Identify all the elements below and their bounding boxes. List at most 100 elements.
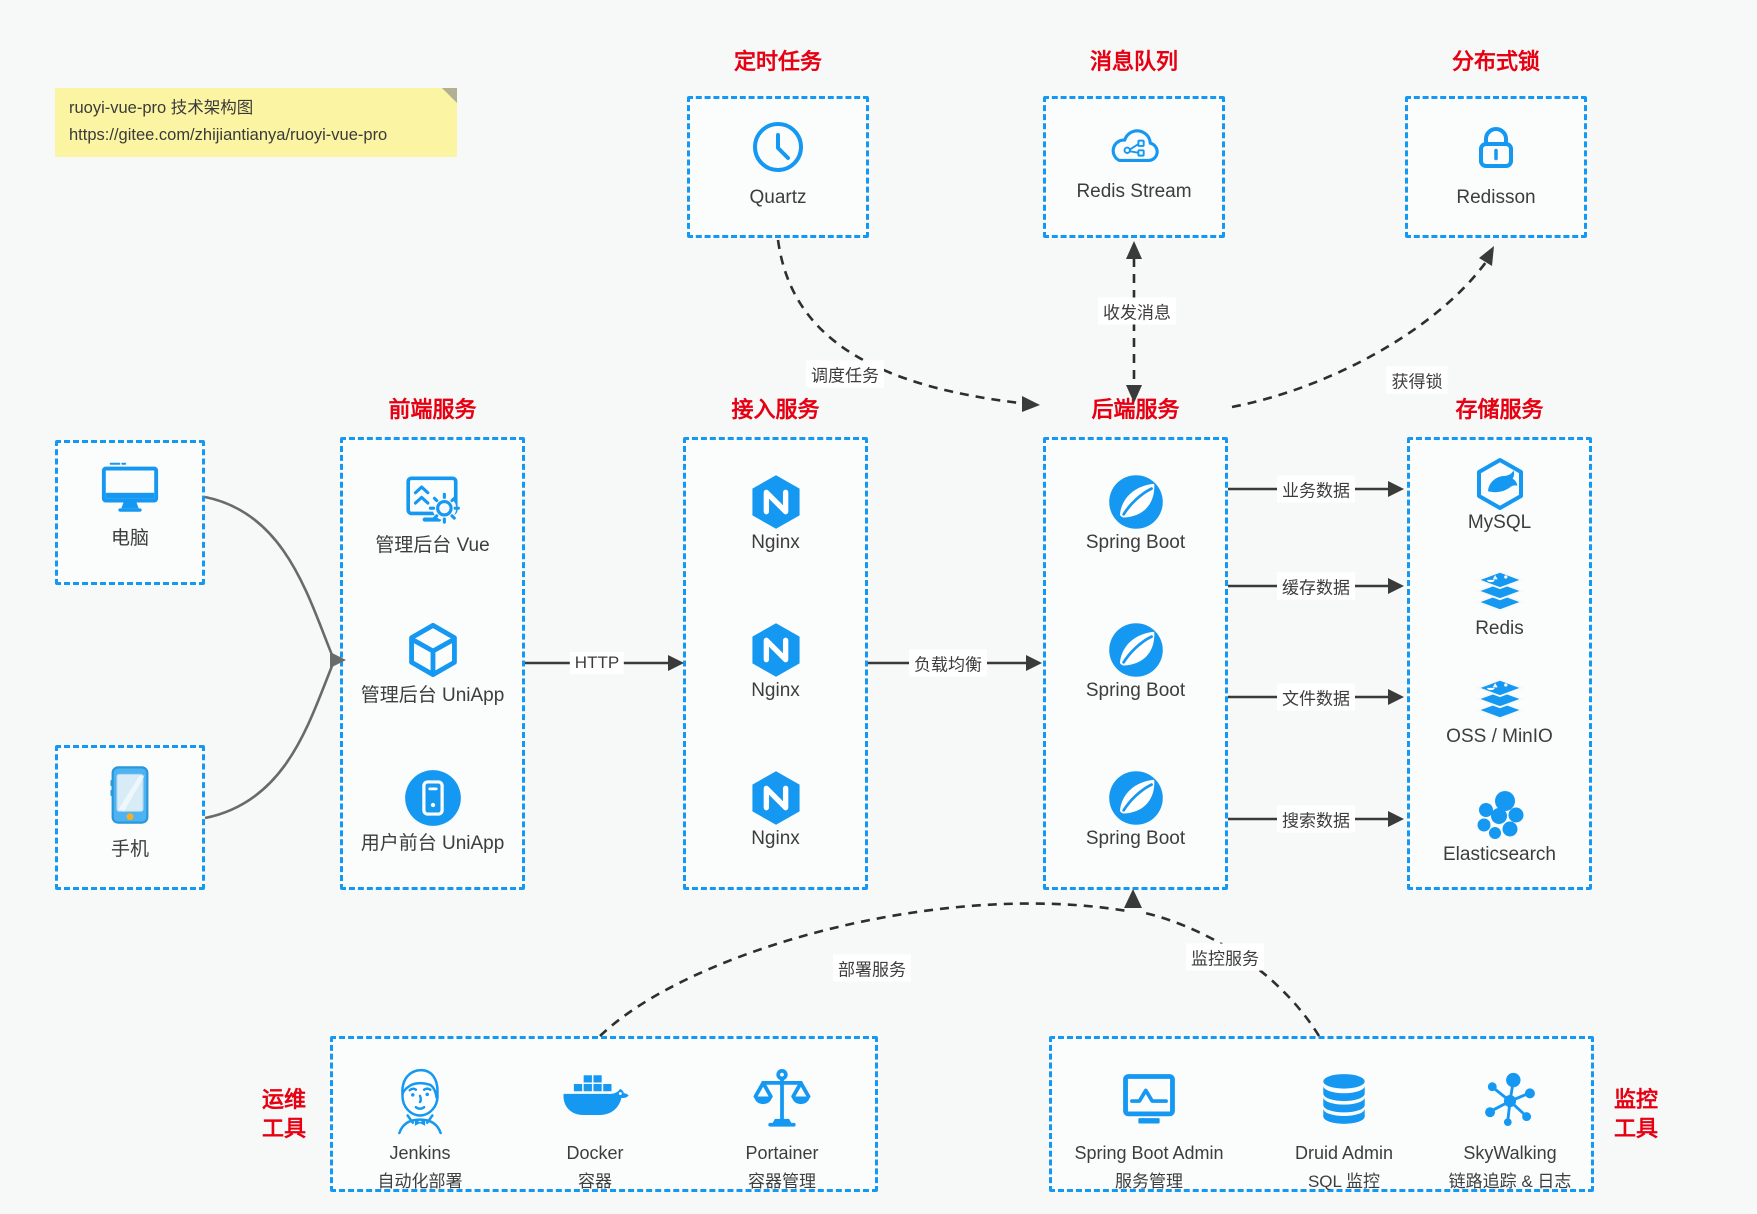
edge-pc-to-frontend <box>204 495 334 656</box>
mysql-icon <box>1472 456 1528 512</box>
arrowhead-file-data <box>1388 689 1404 705</box>
monitor-tools-title: 监控 工具 <box>1600 1086 1672 1143</box>
title-backend-services: 后端服务 <box>1091 397 1180 422</box>
box-ops-tools: Jenkins 自动化部署 Docker 容器 <box>330 1036 878 1192</box>
edge-label-schedule-task: 调度任务 <box>806 360 884 388</box>
jenkins-name: Jenkins <box>389 1143 451 1163</box>
tool-jenkins: Jenkins 自动化部署 <box>340 1061 500 1192</box>
monitor-tools-title-line2: 工具 <box>1613 1115 1658 1141</box>
box-distributed-lock: Redisson <box>1405 96 1587 238</box>
spring-boot-label: Spring Boot <box>1085 680 1186 701</box>
druid-database-icon <box>1315 1061 1373 1139</box>
arrowhead-http <box>668 655 684 671</box>
redisson-label: Redisson <box>1456 187 1536 208</box>
title-scheduled-task: 定时任务 <box>733 49 822 74</box>
tool-skywalking: SkyWalking 链路追踪 & 日志 <box>1430 1061 1590 1192</box>
frontend-item-admin-uniapp: 管理后台 UniApp <box>343 620 522 707</box>
edge-label-acquire-lock: 获得锁 <box>1386 366 1448 394</box>
storage-item-oss-minio: OSS / MinIO <box>1410 672 1589 748</box>
spring-boot-admin-desc: 服务管理 <box>1115 1172 1183 1191</box>
spring-boot-admin-icon <box>1117 1061 1181 1139</box>
edge-mobile-to-frontend <box>204 665 334 820</box>
edge-label-cache-data: 缓存数据 <box>1277 572 1355 600</box>
tool-druid-admin: Druid Admin SQL 监控 <box>1264 1061 1424 1192</box>
uniapp-cube-icon <box>403 620 463 680</box>
box-message-queue: Redis Stream <box>1043 96 1225 238</box>
edge-label-search-data: 搜索数据 <box>1277 805 1355 833</box>
jenkins-icon <box>387 1061 453 1139</box>
jenkins-desc: 自动化部署 <box>377 1172 463 1191</box>
docker-icon <box>561 1061 629 1139</box>
nginx-label: Nginx <box>751 828 800 849</box>
gateway-item-nginx-2: Nginx <box>686 620 865 702</box>
edge-monitor-service <box>1140 910 1321 1037</box>
title-gateway-services: 接入服务 <box>731 397 820 422</box>
redis-stream-label: Redis Stream <box>1076 181 1192 202</box>
skywalking-desc: 链路追踪 & 日志 <box>1448 1172 1572 1191</box>
spring-boot-admin-name: Spring Boot Admin <box>1074 1143 1224 1163</box>
box-storage-services: MySQL Redis <box>1407 437 1592 890</box>
lock-icon <box>1468 119 1524 175</box>
edge-label-messaging: 收发消息 <box>1098 297 1176 325</box>
mysql-label: MySQL <box>1467 512 1532 533</box>
spring-boot-label: Spring Boot <box>1085 532 1186 553</box>
clock-icon <box>750 119 806 175</box>
nginx-label: Nginx <box>751 532 800 553</box>
backend-item-spring-1: Spring Boot <box>1046 472 1225 554</box>
oss-minio-label: OSS / MinIO <box>1446 726 1553 747</box>
box-backend-services: Spring Boot Spring Boot Spring Boot <box>1043 437 1228 890</box>
pc-label: 电脑 <box>110 528 149 549</box>
ops-tools-title-line1: 运维 <box>261 1087 306 1112</box>
monitor-tools-title-line1: 监控 <box>1613 1087 1658 1112</box>
frontend-item-user-uniapp: 用户前台 UniApp <box>343 768 522 855</box>
oss-minio-icon <box>1473 672 1527 726</box>
arrowhead-search-data <box>1388 811 1404 827</box>
cloud-queue-icon <box>1103 119 1165 169</box>
portainer-name: Portainer <box>745 1143 819 1163</box>
box-frontend-services: 管理后台 Vue 管理后台 UniApp 用户前台 UniApp <box>340 437 525 890</box>
admin-vue-label: 管理后台 Vue <box>375 535 490 556</box>
note-url: https://gitee.com/zhijiantianya/ruoyi-vu… <box>69 125 388 144</box>
spring-boot-icon <box>1106 472 1166 532</box>
box-monitor-tools: Spring Boot Admin 服务管理 Druid Admin SQL 监… <box>1049 1036 1594 1192</box>
spring-boot-label: Spring Boot <box>1085 828 1186 849</box>
box-scheduled-task: Quartz <box>687 96 869 238</box>
nginx-icon <box>746 472 806 532</box>
tool-portainer: Portainer 容器管理 <box>702 1061 862 1192</box>
docker-desc: 容器 <box>578 1172 612 1191</box>
redis-icon <box>1473 564 1527 618</box>
backend-item-spring-2: Spring Boot <box>1046 620 1225 702</box>
mobile-label: 手机 <box>110 839 149 860</box>
backend-item-spring-3: Spring Boot <box>1046 768 1225 850</box>
storage-item-elasticsearch: Elasticsearch <box>1410 788 1589 866</box>
desktop-icon <box>99 459 161 515</box>
edge-label-http: HTTP <box>569 652 625 674</box>
edge-label-file-data: 文件数据 <box>1277 683 1355 711</box>
box-client-pc: 电脑 <box>55 440 205 585</box>
druid-admin-name: Druid Admin <box>1294 1143 1394 1163</box>
user-uniapp-label: 用户前台 UniApp <box>360 833 505 854</box>
edge-label-monitor-service: 监控服务 <box>1186 943 1264 971</box>
admin-uniapp-label: 管理后台 UniApp <box>360 685 505 706</box>
title-distributed-lock: 分布式锁 <box>1451 49 1540 74</box>
arrowhead-load-balance <box>1026 655 1042 671</box>
gateway-item-nginx-1: Nginx <box>686 472 865 554</box>
elasticsearch-icon <box>1472 788 1528 844</box>
skywalking-name: SkyWalking <box>1463 1143 1557 1163</box>
admin-vue-icon <box>402 472 464 530</box>
arrowhead-business-data <box>1388 481 1404 497</box>
nginx-label: Nginx <box>751 680 800 701</box>
nginx-icon <box>746 620 806 680</box>
portainer-desc: 容器管理 <box>748 1172 816 1191</box>
spring-boot-icon <box>1106 768 1166 828</box>
quartz-label: Quartz <box>749 187 807 208</box>
edge-label-load-balance: 负载均衡 <box>909 649 987 677</box>
arrowhead-schedule-task <box>1022 396 1040 412</box>
title-message-queue: 消息队列 <box>1089 49 1178 74</box>
redis-label: Redis <box>1475 618 1524 639</box>
arrowhead-to-backend <box>1124 889 1142 908</box>
portainer-icon <box>749 1061 815 1139</box>
skywalking-icon <box>1479 1061 1541 1139</box>
elasticsearch-label: Elasticsearch <box>1443 844 1556 865</box>
